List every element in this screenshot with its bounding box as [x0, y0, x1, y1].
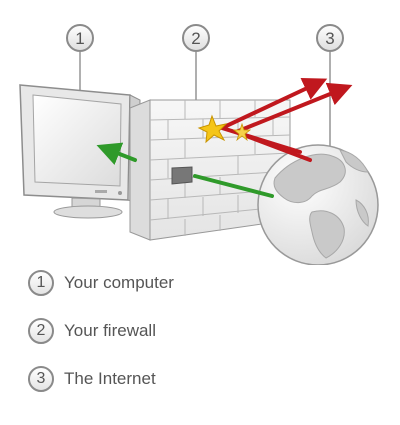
legend-number: 3: [28, 366, 54, 392]
legend-number: 1: [28, 270, 54, 296]
computer-monitor-icon: [19, 84, 141, 219]
callout-3-number: 3: [325, 29, 334, 48]
legend-item-firewall: 2 Your firewall: [28, 314, 368, 348]
callout-1: 1: [66, 24, 94, 52]
callout-2: 2: [182, 24, 210, 52]
firewall-diagram: 1 2 3: [19, 24, 379, 265]
callout-1-number: 1: [75, 29, 84, 48]
diagram-legend: 1 Your computer 2 Your firewall 3 The In…: [28, 266, 368, 410]
legend-label: Your firewall: [64, 321, 156, 340]
legend-label: Your computer: [64, 273, 174, 292]
allowed-traffic-arrows: [96, 142, 274, 198]
callout-2-number: 2: [191, 29, 200, 48]
globe-icon: [257, 144, 379, 265]
legend-number: 2: [28, 318, 54, 344]
legend-label: The Internet: [64, 369, 156, 388]
brick-firewall-icon: [129, 99, 291, 241]
callout-3: 3: [316, 24, 344, 52]
blocked-spark-icon: [197, 114, 252, 144]
legend-item-computer: 1 Your computer: [28, 266, 368, 300]
legend-item-internet: 3 The Internet: [28, 362, 368, 396]
